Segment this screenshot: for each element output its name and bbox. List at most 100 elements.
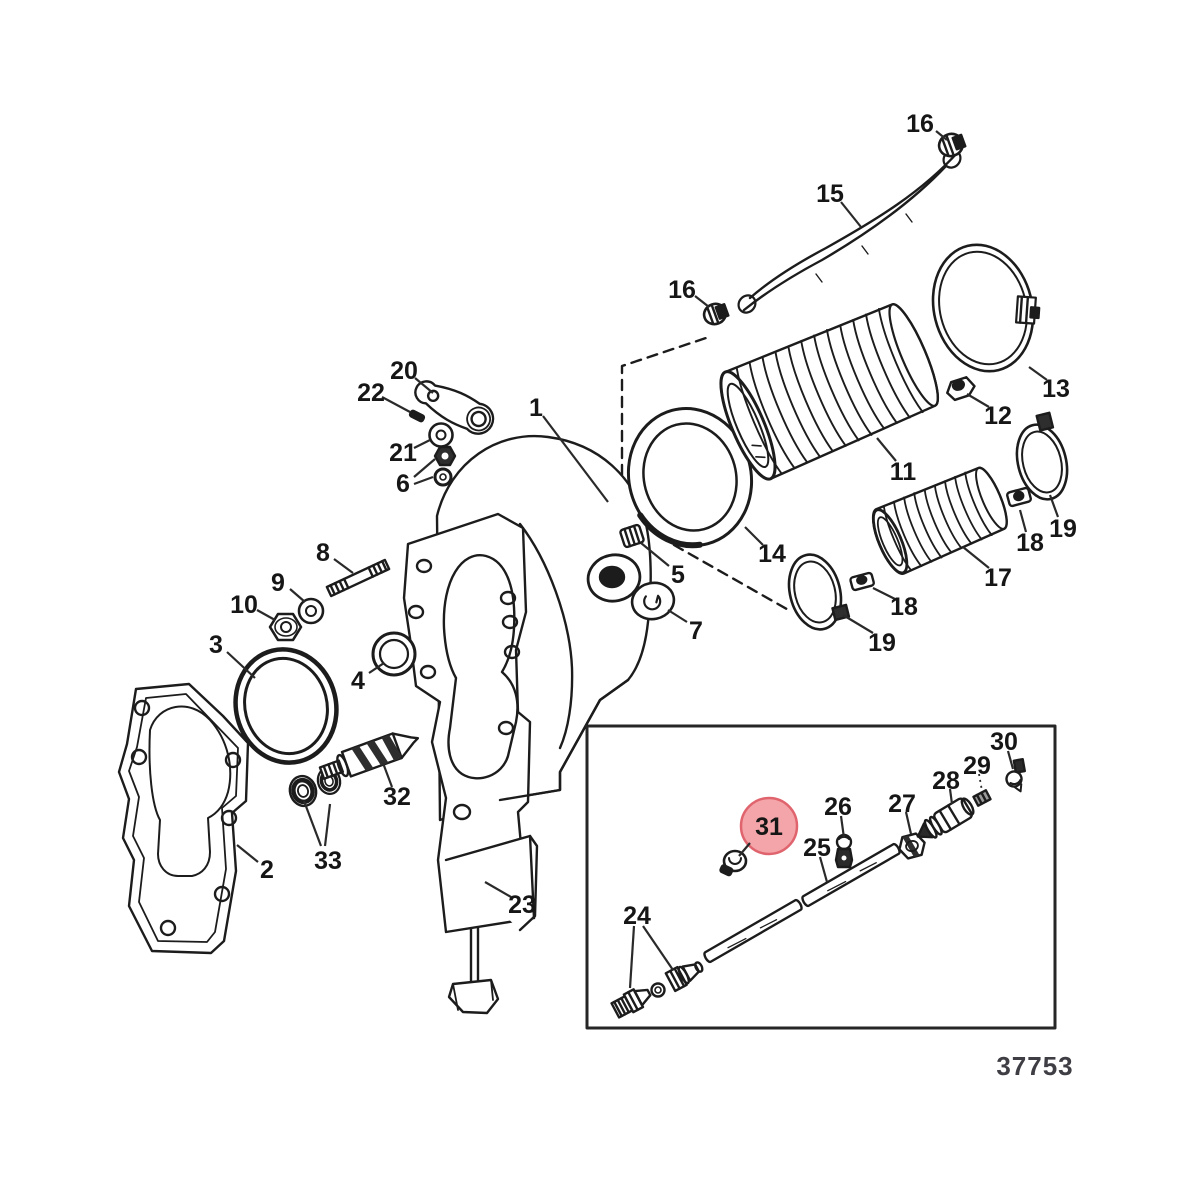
part-label-15: 15 <box>816 180 844 208</box>
leader-line-6 <box>413 475 434 486</box>
part-label-22: 22 <box>357 379 385 407</box>
part-28-valve <box>916 797 975 839</box>
leader-line-27 <box>904 811 913 835</box>
part-label-7: 7 <box>689 617 703 645</box>
part-label-27: 27 <box>888 790 916 818</box>
leader-line-18 <box>872 587 896 600</box>
part-label-4: 4 <box>351 667 365 695</box>
part-label-16: 16 <box>906 110 934 138</box>
part-11-large-bellows <box>719 303 940 481</box>
part-label-14: 14 <box>758 540 786 568</box>
part-label-1: 1 <box>529 394 543 422</box>
leader-line-21 <box>413 439 431 449</box>
part-21-washer <box>428 422 454 448</box>
leader-line-19 <box>842 614 874 634</box>
diagram-number: 37753 <box>996 1051 1073 1081</box>
part-label-8: 8 <box>316 539 330 567</box>
part-label-28: 28 <box>932 767 960 795</box>
leader-line-19 <box>1048 494 1060 518</box>
leader-line-16 <box>935 130 948 141</box>
part-label-13: 13 <box>1042 375 1070 403</box>
part-label-25: 25 <box>803 834 831 862</box>
part-label-17: 17 <box>984 564 1012 592</box>
part-label-24: 24 <box>623 902 651 930</box>
part-29-insert <box>972 789 992 807</box>
leader-line-31 <box>738 842 751 857</box>
part-19-clamp-left <box>787 553 851 631</box>
leader-line-1 <box>542 415 609 503</box>
callout-labels: 1234567891011121314151616171818191920212… <box>209 110 1077 989</box>
part-5-plug <box>619 523 645 549</box>
part-label-31-highlighted: 31 <box>755 813 783 841</box>
leader-line-6 <box>413 458 436 478</box>
leader-line-7 <box>667 609 688 623</box>
part-16-hose-fitting-bottom <box>702 302 730 326</box>
part-label-2: 2 <box>260 856 274 884</box>
part-18-clip-left <box>849 571 875 592</box>
part-17-small-bellows <box>871 466 1008 576</box>
leader-line-33 <box>302 800 323 847</box>
part-33-seal-rings <box>288 767 342 808</box>
part-6-nut-and-ring <box>433 445 457 487</box>
highlight-marker <box>739 796 799 856</box>
leader-line-9 <box>289 588 306 603</box>
leader-line-28 <box>948 788 954 805</box>
assembly-alignment-dashes <box>620 336 794 614</box>
part-30-elbow-fitting <box>1005 757 1026 793</box>
leader-line-17 <box>962 546 990 569</box>
part-label-32: 32 <box>383 783 411 811</box>
part-15-hose <box>737 149 962 314</box>
part-label-10: 10 <box>230 591 258 619</box>
leader-line-2 <box>236 844 259 863</box>
leader-line-22 <box>381 396 411 413</box>
part-13-hose-clamp-large <box>931 243 1041 373</box>
leader-line-24 <box>642 925 674 971</box>
part-label-6: 6 <box>396 470 410 498</box>
part-8-stud <box>325 558 391 598</box>
leader-line-10 <box>256 609 276 621</box>
part-20-shift-lever <box>414 380 495 435</box>
leader-line-8 <box>333 558 354 574</box>
leader-line-4 <box>368 662 385 674</box>
part-24-fitting-set <box>610 961 704 1019</box>
part-label-26: 26 <box>824 793 852 821</box>
part-label-9: 9 <box>271 569 285 597</box>
part-22-pin <box>408 409 426 423</box>
part-32-shift-slide <box>318 732 420 780</box>
inset-detail-box <box>585 724 1057 1030</box>
part-26-fitting <box>834 833 854 869</box>
leader-line-20 <box>414 377 434 394</box>
leader-line-12 <box>966 393 990 408</box>
part-14-retaining-ring <box>626 407 754 549</box>
part-3-large-o-ring <box>233 647 339 765</box>
part-label-33: 33 <box>314 847 342 875</box>
part-label-16: 16 <box>668 276 696 304</box>
leader-line-26 <box>839 815 846 839</box>
part-label-19: 19 <box>868 629 896 657</box>
part-label-18: 18 <box>1016 529 1044 557</box>
leader-line-3 <box>226 651 256 679</box>
part-9-washer <box>297 597 325 625</box>
highlight-circle-31 <box>739 796 799 856</box>
part-1-bell-housing <box>402 434 652 934</box>
leader-line-24 <box>628 925 636 989</box>
leader-line-23 <box>484 881 512 898</box>
leader-line-13 <box>1028 366 1048 381</box>
part-4-o-ring <box>371 631 417 677</box>
part-label-12: 12 <box>984 402 1012 430</box>
leader-line-18 <box>1018 509 1028 533</box>
part-label-3: 3 <box>209 631 223 659</box>
leader-line-15 <box>840 201 862 228</box>
leader-line-14 <box>744 526 764 546</box>
part-2-gasket <box>117 682 250 955</box>
part-label-29: 29 <box>963 752 991 780</box>
leader-line-25 <box>818 856 829 883</box>
part-label-30: 30 <box>990 728 1018 756</box>
part-label-23: 23 <box>508 891 536 919</box>
leader-line-16 <box>694 295 710 308</box>
part-label-11: 11 <box>890 458 917 486</box>
leader-line-11 <box>876 437 897 462</box>
leader-line-30 <box>1006 750 1015 770</box>
leader-line-5 <box>640 542 670 567</box>
